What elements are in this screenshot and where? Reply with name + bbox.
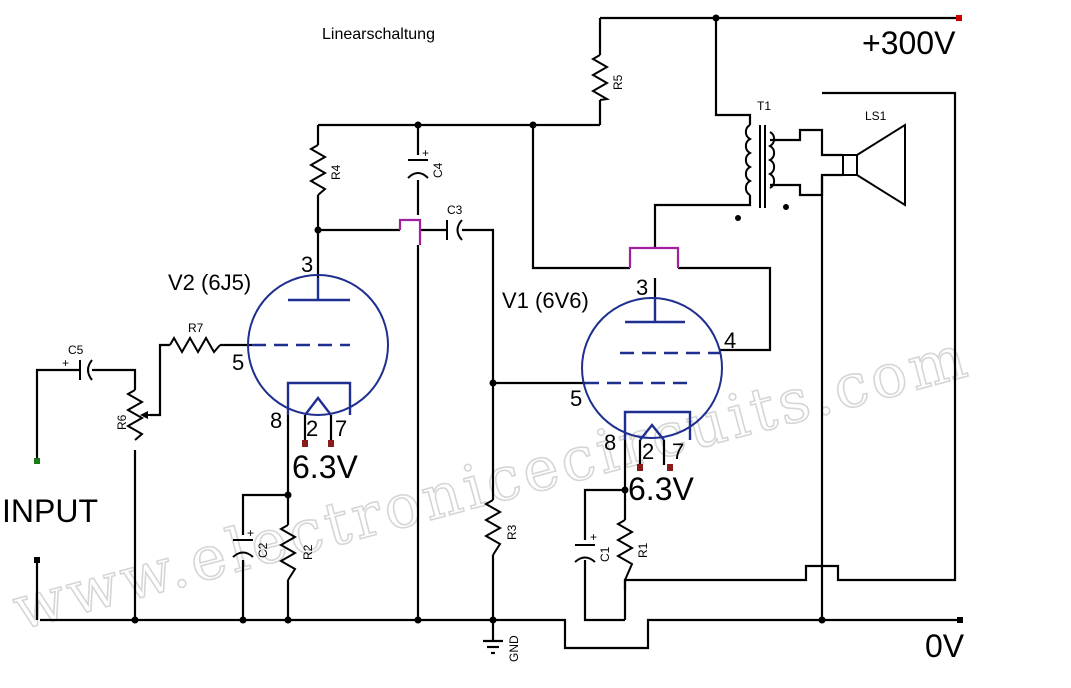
ls1-label: LS1 — [865, 109, 887, 123]
c3-label: C3 — [447, 203, 463, 217]
input-terminal-signal — [34, 458, 40, 464]
r5-label: R5 — [611, 74, 625, 90]
c2-label: C2 — [256, 542, 270, 558]
gnd-label: GND — [507, 635, 521, 662]
v1-pin-heater-b: 7 — [672, 439, 684, 464]
supply-label: +300V — [862, 25, 956, 61]
resistor-r1 — [615, 519, 635, 581]
v2-pin-cathode: 8 — [270, 408, 282, 433]
capacitor-c2 — [232, 539, 254, 558]
resistor-r7 — [169, 335, 221, 355]
potentiometer-r6 — [125, 389, 150, 441]
capacitor-c1 — [574, 544, 596, 563]
v2-pin-heater-b: 7 — [335, 416, 347, 441]
v1-pin-plate: 3 — [636, 275, 648, 300]
capacitor-c3 — [446, 219, 463, 241]
c2-plus: + — [247, 526, 254, 540]
v1-pin-cathode: 8 — [604, 430, 616, 455]
v2-label: V2 (6J5) — [168, 270, 251, 295]
r3-label: R3 — [505, 524, 519, 540]
t1-label: T1 — [757, 99, 771, 113]
resistor-r4 — [308, 144, 328, 196]
capacitor-c5 — [79, 359, 93, 381]
c1-plus: + — [590, 530, 597, 544]
r6-label: R6 — [115, 414, 129, 430]
crossover-plate — [628, 246, 680, 268]
r1-label: R1 — [636, 542, 650, 558]
v2-pin-grid: 5 — [232, 350, 244, 375]
c4-label: C4 — [431, 162, 445, 178]
v2-heater-voltage: 6.3V — [292, 449, 358, 485]
c5-plus: + — [62, 356, 69, 370]
r4-label: R4 — [329, 164, 343, 180]
v1-pin-heater-a: 2 — [642, 439, 654, 464]
tube-v2 — [247, 274, 389, 447]
wires — [35, 16, 960, 650]
v1-heater-voltage: 6.3V — [628, 471, 694, 507]
diagram-title: Linearschaltung — [322, 26, 435, 43]
r7-label: R7 — [188, 321, 204, 335]
v1-label: V1 (6V6) — [502, 288, 589, 313]
resistor-r2 — [278, 524, 298, 581]
c4-plus: + — [422, 146, 429, 160]
tube-v1 — [581, 297, 723, 471]
v1-pin-grid: 5 — [570, 386, 582, 411]
ground-symbol — [483, 639, 503, 655]
watermark: www.electronicecircuits.com — [6, 321, 978, 644]
v2-pin-heater-a: 2 — [306, 416, 318, 441]
resistor-r3 — [483, 499, 503, 556]
ground-rail-label: 0V — [925, 628, 965, 664]
crossover-c4 — [398, 218, 422, 245]
resistor-r5 — [590, 54, 611, 101]
ground-terminal — [957, 617, 963, 623]
r2-label: R2 — [301, 544, 315, 560]
v2-pin-plate: 3 — [301, 252, 313, 277]
v1-pin-screen: 4 — [724, 328, 736, 353]
c1-label: C1 — [598, 546, 612, 562]
junctions — [131, 14, 826, 624]
transformer-t1 — [744, 124, 776, 208]
ground-rail — [40, 618, 960, 650]
c5-label: C5 — [68, 343, 84, 357]
supply-terminal — [956, 15, 962, 21]
input-terminal-ground — [34, 557, 40, 563]
speaker-ls1 — [842, 123, 906, 207]
input-label: INPUT — [2, 493, 98, 529]
capacitor-c4 — [407, 159, 429, 179]
